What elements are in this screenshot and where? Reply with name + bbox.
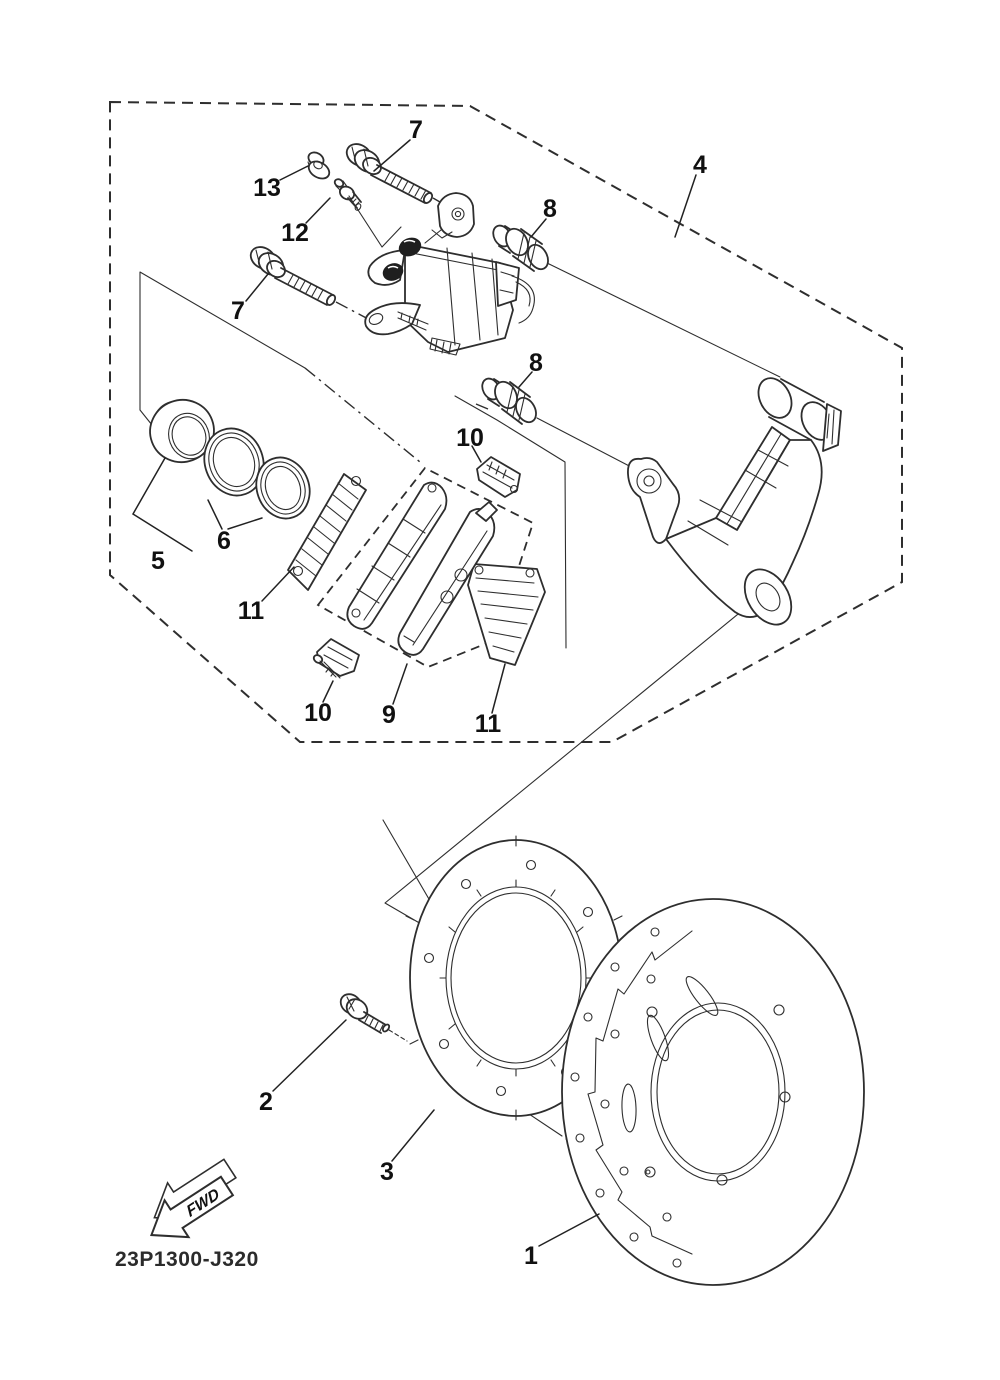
callout-9: 9	[382, 701, 396, 729]
drawing-number: 23P1300-J320	[115, 1248, 259, 1271]
caliper-bolt-left	[249, 246, 337, 306]
protector-rim-notches	[405, 835, 627, 1121]
callout-6: 6	[217, 527, 231, 555]
piston-seals	[203, 427, 311, 520]
callout-labels: 7 13 12 8 4 7 8 10 5 6 11 10 9 11 2 3 1	[151, 116, 707, 1270]
callout-5: 5	[151, 547, 165, 575]
caliper-bracket	[627, 377, 842, 626]
disc-holes-outer	[570, 927, 682, 1268]
callout-13: 13	[253, 174, 281, 202]
caliper-bolt-top	[345, 143, 434, 204]
group-box-line	[139, 271, 306, 411]
bleed-screw	[333, 178, 402, 248]
callout-11-left: 11	[238, 597, 265, 625]
disc-slots	[621, 976, 719, 1133]
callout-1: 1	[524, 1242, 538, 1270]
callout-2: 2	[259, 1088, 273, 1116]
pad-support-upper	[476, 456, 521, 498]
assembly-boundary	[109, 100, 903, 743]
callout-12: 12	[281, 219, 309, 247]
callout-10-lower: 10	[304, 699, 332, 727]
callout-11-right: 11	[475, 710, 502, 738]
cap-nut	[307, 151, 331, 180]
disc-hub-holes	[644, 1004, 791, 1186]
disc-holes-inner	[600, 974, 672, 1222]
pad-shim-right	[467, 563, 546, 666]
callout-8-upper: 8	[543, 195, 557, 223]
fwd-arrow: FWD	[150, 1158, 237, 1239]
caliper-body	[364, 192, 535, 356]
slide-pin-boot-lower	[481, 377, 537, 425]
callout-4: 4	[693, 151, 707, 179]
disc-wave-edge	[587, 930, 693, 1255]
brake-pad-right	[397, 501, 498, 656]
callout-8-lower: 8	[529, 349, 543, 377]
caliper-piston	[149, 398, 215, 464]
callout-10-upper: 10	[456, 424, 484, 452]
brake-pad-left	[346, 481, 448, 630]
callout-3: 3	[380, 1158, 394, 1186]
disc-bolt	[339, 993, 391, 1034]
callout-7-left: 7	[231, 297, 245, 325]
pad-shim-left	[287, 473, 367, 591]
protector-inner-tabs	[439, 879, 593, 1077]
pad-support-lower	[312, 638, 360, 679]
pad-set-boundary	[316, 466, 535, 668]
brake-disc	[561, 898, 865, 1286]
callout-7-top: 7	[409, 116, 423, 144]
leader-lines	[131, 139, 697, 1247]
bleed-port-pointer	[348, 195, 402, 248]
